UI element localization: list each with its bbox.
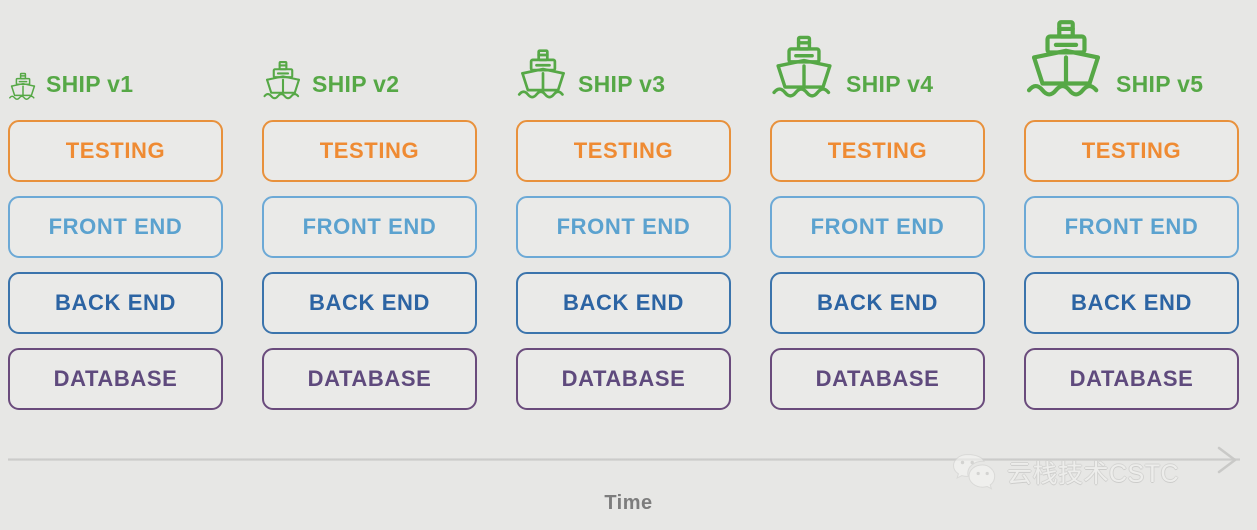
stage-box-testing[interactable]: TESTING xyxy=(8,120,223,182)
stage-box-backend[interactable]: BACK END xyxy=(770,272,985,334)
ship-label: SHIP v4 xyxy=(846,71,934,97)
ship-column-1: SHIP v1 TESTING FRONT END BACK END DATABASE xyxy=(8,0,223,430)
ship-header-5: SHIP v5 xyxy=(1024,0,1239,120)
ship-icon xyxy=(262,60,304,102)
stage-box-database[interactable]: DATABASE xyxy=(770,348,985,410)
stage-box-frontend[interactable]: FRONT END xyxy=(770,196,985,258)
stage-box-testing[interactable]: TESTING xyxy=(516,120,731,182)
ship-header-3: SHIP v3 xyxy=(516,0,731,120)
stage-box-database[interactable]: DATABASE xyxy=(516,348,731,410)
ship-column-3: SHIP v3 TESTING FRONT END BACK END DATABASE xyxy=(516,0,731,430)
stage-box-frontend[interactable]: FRONT END xyxy=(1024,196,1239,258)
ship-label: SHIP v2 xyxy=(312,71,400,97)
ship-header-1: SHIP v1 xyxy=(8,0,223,120)
stage-box-frontend[interactable]: FRONT END xyxy=(516,196,731,258)
watermark-text: 云栈技术CSTC xyxy=(1007,460,1180,488)
stage-box-frontend[interactable]: FRONT END xyxy=(8,196,223,258)
watermark: 云栈技术CSTC xyxy=(952,452,1179,492)
ship-column-5: SHIP v5 TESTING FRONT END BACK END DATABASE xyxy=(1024,0,1239,430)
ship-icon xyxy=(8,72,38,102)
stage-box-backend[interactable]: BACK END xyxy=(516,272,731,334)
ship-header-4: SHIP v4 xyxy=(770,0,985,120)
stage-box-testing[interactable]: TESTING xyxy=(770,120,985,182)
stage-box-frontend[interactable]: FRONT END xyxy=(262,196,477,258)
ship-icon xyxy=(1024,18,1108,102)
stage-box-database[interactable]: DATABASE xyxy=(8,348,223,410)
stage-box-testing[interactable]: TESTING xyxy=(262,120,477,182)
time-axis-line xyxy=(8,458,1240,461)
stage-box-database[interactable]: DATABASE xyxy=(262,348,477,410)
arrow-right-icon xyxy=(1215,444,1245,476)
stage-box-backend[interactable]: BACK END xyxy=(1024,272,1239,334)
ship-column-2: SHIP v2 TESTING FRONT END BACK END DATABASE xyxy=(262,0,477,430)
ship-icon xyxy=(516,48,570,102)
stage-box-database[interactable]: DATABASE xyxy=(1024,348,1239,410)
ship-label: SHIP v3 xyxy=(578,71,666,97)
stage-box-backend[interactable]: BACK END xyxy=(262,272,477,334)
time-axis-label: Time xyxy=(604,492,653,514)
stage-box-testing[interactable]: TESTING xyxy=(1024,120,1239,182)
ship-label: SHIP v1 xyxy=(46,71,134,97)
stage-box-backend[interactable]: BACK END xyxy=(8,272,223,334)
ship-column-4: SHIP v4 TESTING FRONT END BACK END DATABASE xyxy=(770,0,985,430)
ship-icon xyxy=(770,34,838,102)
wechat-icon xyxy=(952,452,998,492)
ship-header-2: SHIP v2 xyxy=(262,0,477,120)
ship-label: SHIP v5 xyxy=(1116,71,1204,97)
